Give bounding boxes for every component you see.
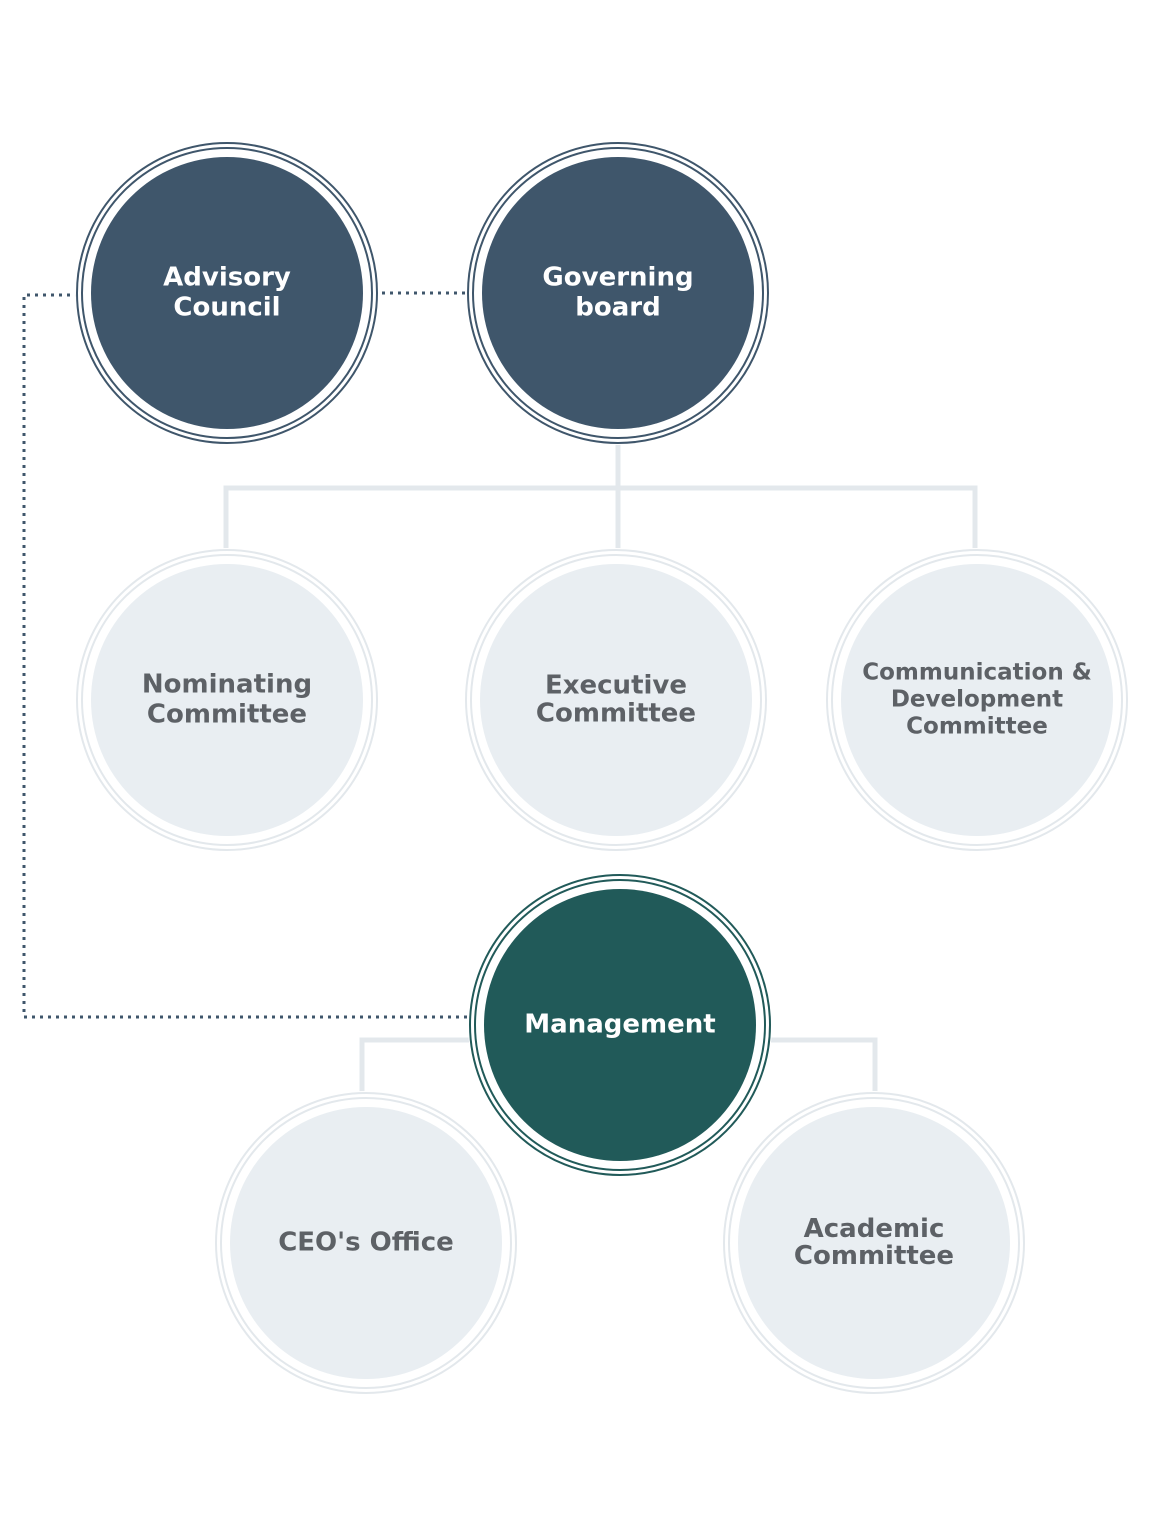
node-inner-ring <box>81 554 373 846</box>
node-disc <box>91 157 363 429</box>
node-label-line: CEO's Office <box>278 1228 454 1258</box>
advisory-to-management-dotted-link <box>22 293 472 1019</box>
node-disc <box>738 1107 1010 1379</box>
node-outer-ring <box>467 142 769 444</box>
node-label-line: Advisory <box>163 263 291 293</box>
node-inner-ring <box>81 147 373 439</box>
node-inner-ring <box>831 554 1123 846</box>
node-label-line: Council <box>173 293 280 323</box>
node-label-line: board <box>575 293 660 323</box>
node-label-line: Development <box>891 687 1063 713</box>
node-label-line: Communication & <box>862 660 1092 686</box>
node-disc <box>484 889 756 1161</box>
node-label-line: Committee <box>536 699 696 729</box>
node-inner-ring <box>474 879 766 1171</box>
node-label-line: Committee <box>794 1241 954 1271</box>
node-outer-ring <box>465 549 767 851</box>
node-label-line: Management <box>524 1010 715 1040</box>
management-node: Management <box>468 873 772 1177</box>
node-inner-ring <box>470 554 762 846</box>
board-to-committees-connector <box>223 440 978 552</box>
node-outer-ring <box>215 1092 517 1394</box>
node-disc <box>482 157 754 429</box>
node-outer-ring <box>76 142 378 444</box>
node-outer-ring <box>76 549 378 851</box>
node-label-line: Executive <box>545 671 687 701</box>
node-label-line: Nominating <box>142 670 312 700</box>
ceos-office-node: CEO's Office <box>214 1091 518 1395</box>
node-label-line: Committee <box>906 714 1048 740</box>
management-to-units-connector <box>359 1037 878 1096</box>
node-label-line: Committee <box>147 700 307 730</box>
node-outer-ring <box>723 1092 1025 1394</box>
node-disc <box>91 564 363 836</box>
node-disc <box>841 564 1113 836</box>
dotted-links <box>22 291 472 1019</box>
node-disc <box>480 564 752 836</box>
node-inner-ring <box>220 1097 512 1389</box>
node-outer-ring <box>826 549 1128 851</box>
node-inner-ring <box>472 147 764 439</box>
node-label-line: Governing <box>542 263 693 293</box>
node-inner-ring <box>728 1097 1020 1389</box>
node-label-line: Academic <box>804 1214 945 1244</box>
node-outer-ring <box>469 874 771 1176</box>
node-disc <box>230 1107 502 1379</box>
